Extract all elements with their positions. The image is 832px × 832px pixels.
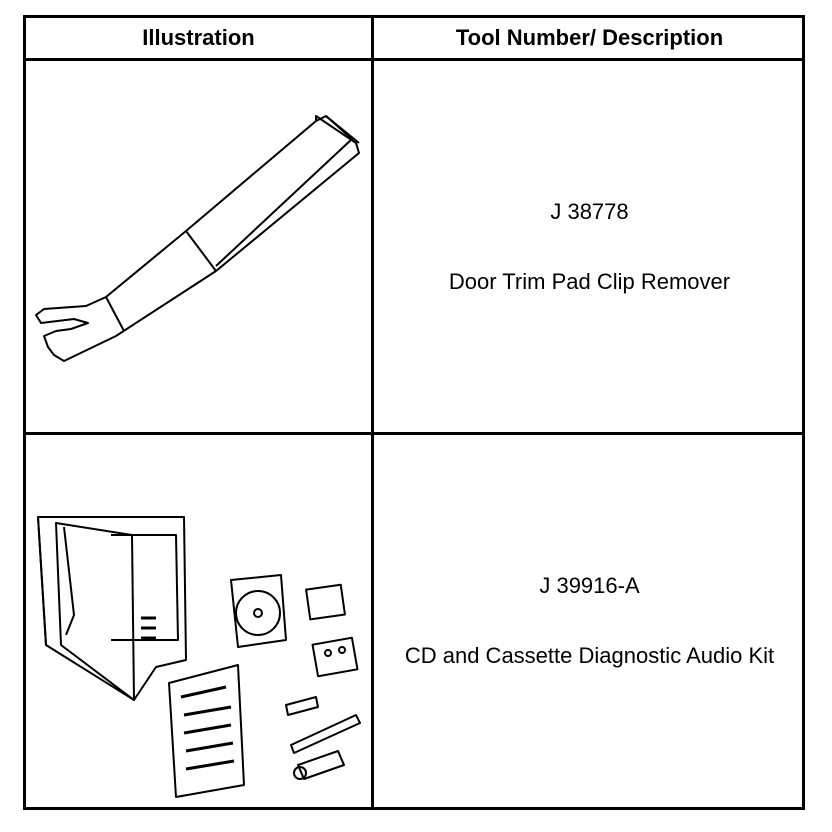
tool-number: J 38778 [550, 198, 629, 224]
row-2-cell: J 39916-A CD and Cassette Diagnostic Aud… [374, 435, 805, 807]
header-divider [26, 58, 802, 61]
pry-bar-icon [35, 115, 360, 362]
row-1-cell: J 38778 Door Trim Pad Clip Remover [374, 61, 805, 432]
header-illustration: Illustration [142, 24, 255, 50]
tool-description: Door Trim Pad Clip Remover [448, 268, 731, 294]
tool-description: CD and Cassette Diagnostic Audio Kit [404, 643, 775, 668]
tool-number: J 39916-A [539, 573, 640, 598]
row-divider [26, 432, 802, 435]
header-tool-description: Tool Number/ Description [455, 24, 724, 50]
audio-kit-icon [37, 516, 361, 798]
tool-table: Illustration Tool Number/ Description J … [23, 15, 805, 810]
column-divider [371, 18, 374, 807]
